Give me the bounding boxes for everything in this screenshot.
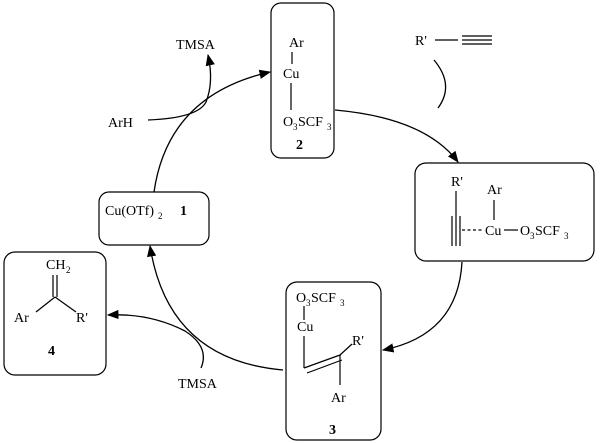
catalyst-number: 1 — [180, 204, 187, 219]
int3-triflate-rest: SCF — [311, 291, 336, 306]
tmsa-bottom-label: TMSA — [178, 377, 218, 392]
prod4-ar: Ar — [14, 311, 29, 326]
alkyne-bonds — [435, 35, 492, 45]
tmsa-top-label: TMSA — [176, 38, 216, 53]
arh-label: ArH — [108, 116, 133, 131]
cycle-arrow-complex-to-3 — [381, 261, 463, 353]
cycle-arrow-catalyst-to-2 — [153, 69, 272, 193]
prod4-ch-sub: 2 — [66, 265, 71, 275]
catalyst-box: Cu(OTf) 2 1 — [98, 191, 210, 246]
int3-cu: Cu — [297, 320, 313, 335]
arrow-arh-in — [147, 53, 215, 121]
int2-triflate-sub2: 3 — [327, 122, 332, 132]
int3-triflate-sub2: 3 — [340, 298, 345, 308]
prod4-number: 4 — [48, 344, 55, 359]
int2-triflate-rest: SCF — [298, 115, 323, 130]
int2-number: 2 — [296, 138, 303, 153]
int2-ar: Ar — [289, 36, 304, 51]
int3-number: 3 — [329, 423, 336, 438]
int3-r-prime: R' — [352, 334, 364, 349]
intermediate-2-box: Ar Cu O 3 SCF 3 2 — [270, 2, 335, 159]
alkyne-r-label: R' — [415, 34, 427, 49]
pi-complex-box: R' Ar Cu O 3 SCF 3 — [414, 162, 595, 262]
complex-triflate-o: O — [520, 224, 530, 239]
complex-ar: Ar — [487, 183, 502, 198]
complex-triflate-rest: SCF — [535, 224, 560, 239]
complex-cu: Cu — [485, 224, 501, 239]
complex-triflate-sub: 3 — [530, 231, 535, 241]
catalyst-formula: Cu(OTf) — [105, 204, 154, 219]
int3-ar: Ar — [331, 391, 346, 406]
int3-triflate-o: O — [296, 291, 306, 306]
arrow-alkyne-in — [433, 59, 447, 109]
catalyst-subscript: 2 — [158, 211, 163, 221]
int2-cu: Cu — [283, 67, 299, 82]
int2-triflate-sub: 3 — [293, 122, 298, 132]
prod4-ch: CH — [46, 258, 65, 273]
prod4-r-prime: R' — [76, 311, 88, 326]
int2-triflate-o: O — [283, 115, 293, 130]
complex-triflate-sub2: 3 — [564, 231, 569, 241]
int3-triflate-sub: 3 — [306, 298, 311, 308]
complex-r-prime: R' — [451, 175, 463, 190]
cycle-arrow-2-to-complex — [334, 109, 459, 163]
arrow-tmsa-in — [106, 309, 205, 369]
product-4-box: CH 2 Ar R' 4 — [3, 251, 107, 376]
cycle-arrow-3-to-catalyst — [147, 244, 284, 371]
intermediate-3-box: O 3 SCF 3 Cu R' Ar 3 — [285, 281, 382, 441]
